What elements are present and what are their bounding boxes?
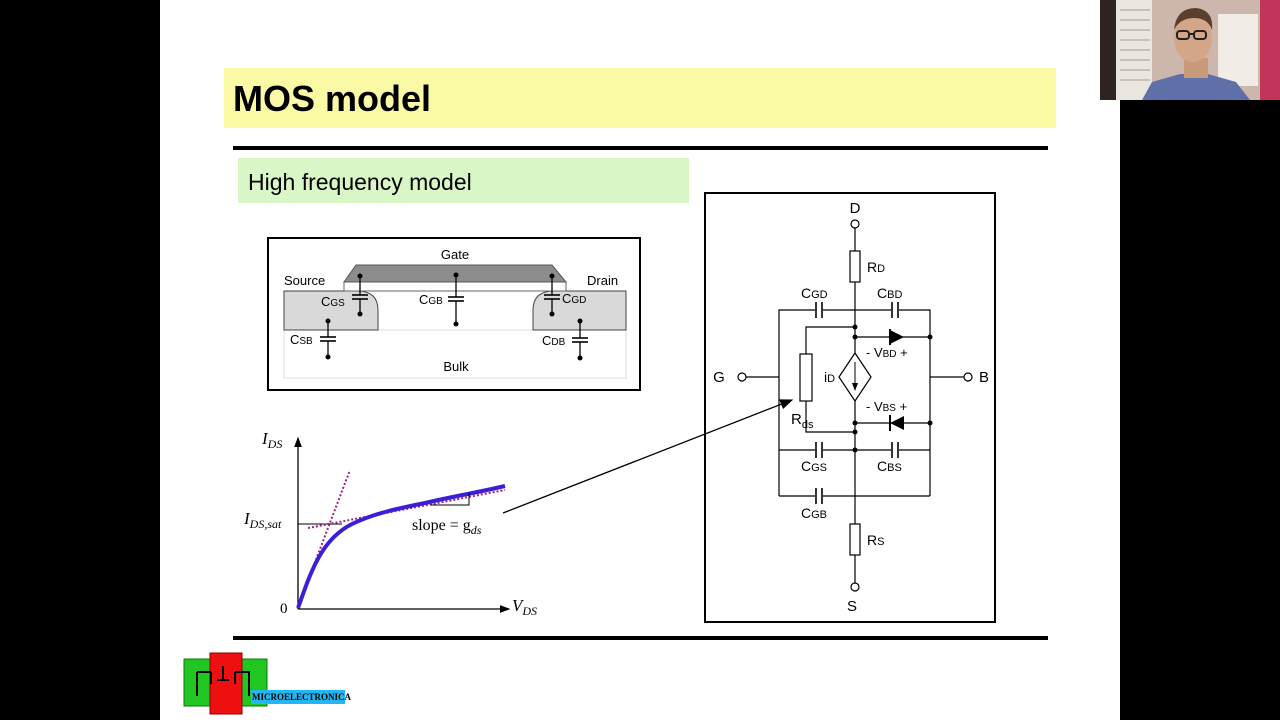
subtitle-box: High frequency model [238, 158, 689, 203]
id-vd-curve [296, 484, 506, 609]
source-well [283, 290, 379, 331]
cgd-capacitor-symbol [544, 273, 560, 317]
source-label: Source [284, 273, 325, 288]
s-label: S [847, 598, 857, 615]
mosfet-cross-section: Gate Source Drain Bulk CGS CGB [267, 237, 641, 391]
x-axis-label: VDS [512, 596, 537, 618]
circuit-frame [704, 192, 996, 623]
logo-text: MICROELECTRONICA [252, 692, 352, 702]
rds-resistor [799, 353, 813, 402]
g-terminal [737, 372, 747, 382]
g-label: G [713, 369, 725, 386]
webcam-video [1100, 0, 1280, 100]
rd-label: RD [867, 259, 885, 275]
cgs-capacitor-symbol [352, 273, 368, 317]
cdb-label: CDB [542, 333, 566, 348]
cgb-label: CGB [801, 505, 827, 521]
pointer-arrow [502, 399, 794, 514]
rds-label: Rds [791, 411, 814, 431]
d-terminal [850, 219, 860, 229]
slide-title: MOS model [233, 78, 432, 119]
figure-canvas: Gate Source Drain Bulk CGS CGB [243, 192, 996, 623]
origin-label: 0 [280, 601, 288, 617]
rs-label: RS [867, 532, 884, 548]
d-label: D [850, 200, 861, 217]
title-bar: MOS model [224, 68, 1056, 128]
slide: MOS model High frequency model Gate Sour… [160, 0, 1120, 720]
dotted-tangent-flat [307, 489, 506, 529]
ids-sat-label: IDS,sat [243, 509, 282, 531]
cgd-label: CGD [562, 291, 586, 306]
bulk-region [283, 329, 627, 379]
slide-subtitle: High frequency model [248, 169, 472, 195]
top-rule [233, 146, 1048, 150]
vbd-label: - VBD + [866, 345, 908, 360]
bulk-label: Bulk [443, 359, 469, 374]
b-terminal [963, 372, 973, 382]
csb-label: CSB [290, 332, 313, 347]
circuit-diagram: D RD CGD CBD [704, 192, 996, 623]
y-axis-label: IDS [261, 429, 282, 451]
cgb-label: CGB [419, 292, 443, 307]
s-terminal [850, 582, 860, 592]
cbd-label: CBD [877, 285, 902, 301]
gate-label: Gate [441, 247, 469, 262]
bs-diode [890, 416, 904, 430]
rs-resistor [849, 523, 861, 556]
iv-curve: IDS VDS IDS,sat 0 slope = gds [243, 399, 794, 618]
slope-label: slope = gds [412, 517, 482, 537]
bottom-rule [233, 636, 1048, 640]
gate-oxide [343, 281, 567, 292]
cbs-label: CBS [877, 458, 902, 474]
cgd-label: CGD [801, 285, 828, 301]
webcam-person-image [1100, 0, 1280, 100]
slope-triangle [430, 493, 470, 506]
cgs-label: CGS [801, 458, 827, 474]
drain-label: Drain [587, 273, 618, 288]
csb-capacitor-symbol [320, 318, 336, 360]
rd-resistor [849, 250, 861, 283]
cdb-capacitor-symbol [572, 318, 588, 361]
vbs-label: - VBS + [866, 399, 907, 414]
cgs-label: CGS [321, 294, 345, 309]
bd-diode [890, 330, 904, 344]
cgb-capacitor-symbol [448, 272, 464, 327]
b-label: B [979, 369, 989, 386]
microelectronica-logo: MICROELECTRONICA [183, 652, 352, 715]
id-label: iD [824, 369, 835, 385]
